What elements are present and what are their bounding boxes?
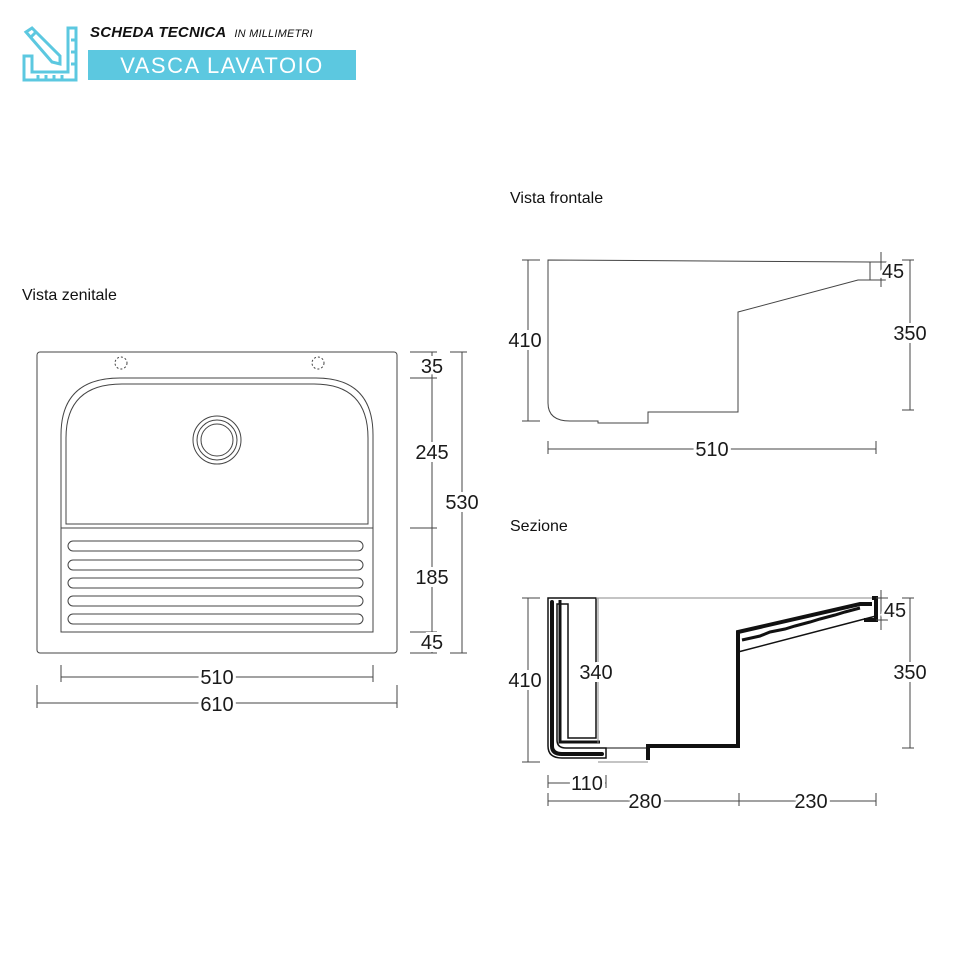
washboard-rib-3 xyxy=(67,577,364,589)
header-title: SCHEDA TECNICA IN MILLIMETRI xyxy=(90,24,313,41)
top-outer-outline xyxy=(36,351,398,654)
top-basin-inner xyxy=(65,383,369,525)
label-front-view: Vista frontale xyxy=(510,190,604,207)
drain-icon xyxy=(192,415,242,465)
dim-top-front-rim: 45 xyxy=(421,632,443,654)
label-top-view: Vista zenitale xyxy=(22,287,117,304)
label-section-view: Sezione xyxy=(510,518,568,535)
dim-front-right-height: 350 xyxy=(893,323,926,345)
top-basin-outer xyxy=(60,377,374,529)
dim-top-inner-width: 510 xyxy=(200,667,233,689)
dim-section-wall: 110 xyxy=(571,773,603,795)
top-washboard-area xyxy=(60,528,374,633)
dim-section-inner-height: 340 xyxy=(579,662,612,684)
dim-top-outer-width: 610 xyxy=(200,694,233,716)
washboard-rib-1 xyxy=(67,540,364,552)
dim-front-width: 510 xyxy=(695,439,728,461)
dim-top-back-rim: 35 xyxy=(421,356,443,378)
front-view-drawing xyxy=(547,259,878,424)
header: SCHEDA TECNICA IN MILLIMETRI VASCA LAVATO… xyxy=(22,22,362,82)
dim-section-rim: 45 xyxy=(884,600,906,622)
washboard-rib-2 xyxy=(67,559,364,571)
dim-front-rim: 45 xyxy=(882,261,904,283)
dim-section-basin-length: 280 xyxy=(628,791,661,813)
dim-section-height: 410 xyxy=(508,670,541,692)
tap-hole-left xyxy=(114,356,128,370)
dim-top-washboard: 185 xyxy=(415,567,448,589)
washboard-rib-4 xyxy=(67,595,364,607)
washboard-rib-5 xyxy=(67,613,364,625)
tap-hole-right xyxy=(311,356,325,370)
section-view-drawing xyxy=(547,596,878,763)
dim-top-total-depth: 530 xyxy=(445,492,478,514)
product-banner: VASCA LAVATOIO xyxy=(88,50,356,80)
dim-section-board-length: 230 xyxy=(794,791,827,813)
top-view-drawing xyxy=(36,351,398,654)
dim-section-right-height: 350 xyxy=(893,662,926,684)
header-subtitle: IN MILLIMETRI xyxy=(234,28,313,40)
dim-front-height: 410 xyxy=(508,330,541,352)
header-title-text: SCHEDA TECNICA xyxy=(90,24,227,41)
dim-top-basin: 245 xyxy=(415,442,448,464)
ruler-pencil-icon xyxy=(22,26,78,82)
